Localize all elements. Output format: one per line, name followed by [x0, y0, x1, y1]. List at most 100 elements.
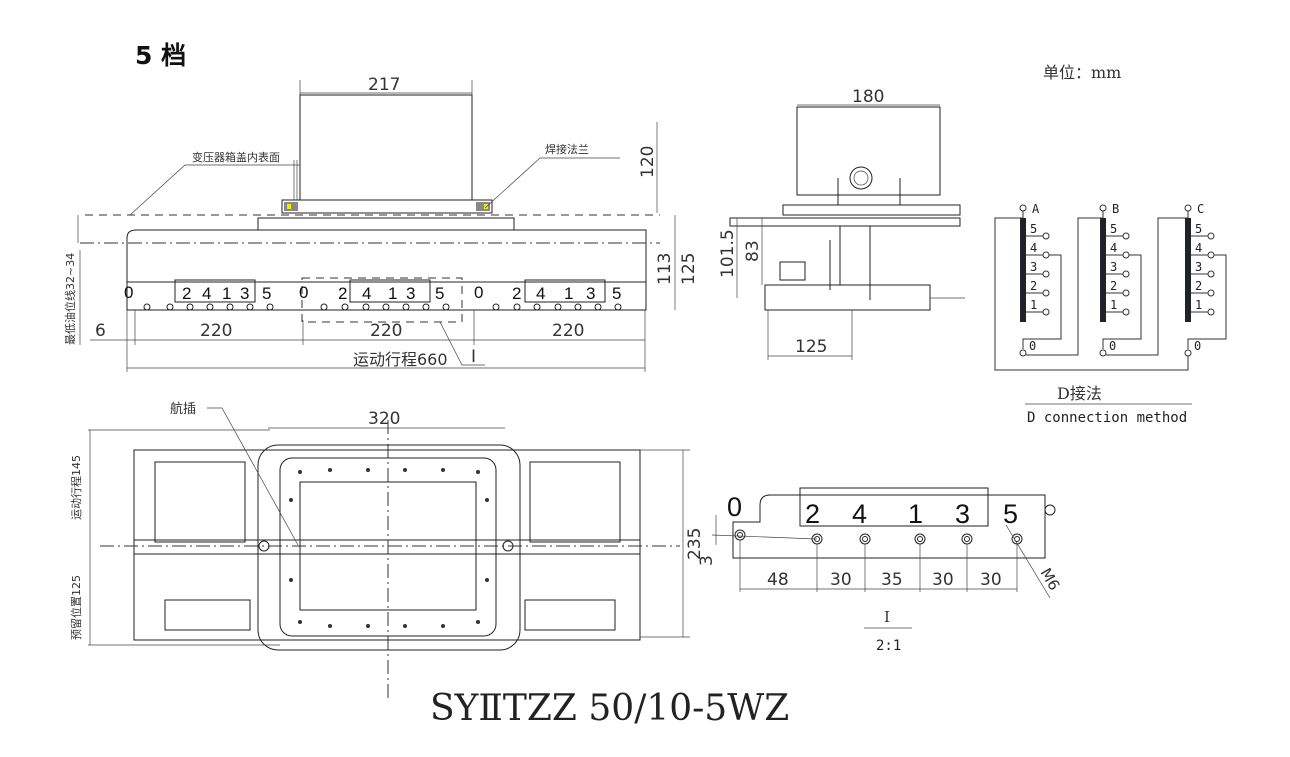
- tap-circle: [1207, 270, 1215, 278]
- dim-180: 180: [852, 87, 884, 107]
- switch-row: 0 2 4 1 3 5 0 2 4 1 3 5 0 2 4 1 3 5: [124, 277, 647, 323]
- tap-label: 5: [1030, 222, 1037, 236]
- front-label-3: 3: [240, 284, 249, 303]
- dim-320: 320: [368, 409, 400, 429]
- spacing-48: 48: [767, 570, 789, 590]
- thread-m6: M6: [1037, 565, 1064, 593]
- front-label-4: 4: [202, 284, 211, 303]
- tap-circle: [1122, 308, 1130, 316]
- tap-circle: [1042, 289, 1050, 297]
- dim-travel-660: 运动行程660: [353, 350, 448, 369]
- plan-view: 320 航插 运动行程145 预留位置125 235: [69, 401, 705, 700]
- dim-220-center: 220: [370, 321, 402, 341]
- front-label-1: 1: [222, 284, 231, 303]
- label-aviation-plug: 航插: [170, 401, 196, 417]
- dim-6: 6: [95, 321, 106, 341]
- detail-label-0: 0: [727, 492, 742, 522]
- detail-label-2: 2: [805, 499, 820, 529]
- front-label-5: 5: [262, 284, 271, 303]
- tap-label: 5: [1110, 222, 1117, 236]
- dim-113: 113: [655, 253, 675, 285]
- dim-235: 235: [685, 528, 705, 560]
- dim-125-side: 125: [795, 337, 827, 357]
- phase-label: B: [1112, 202, 1119, 216]
- front-view: 217 0 2 4 1 3 5 0 2 4 1 3 5 0 2: [63, 75, 699, 372]
- tap-label: 2: [1195, 279, 1202, 293]
- front-label-0: 0: [474, 283, 483, 302]
- winding-bar: [1020, 218, 1026, 322]
- tap-circle: [1042, 308, 1050, 316]
- tap-circle: [1122, 251, 1130, 259]
- page-title: 5 档: [135, 41, 186, 70]
- winding-bar: [1100, 218, 1106, 322]
- detail-label-5: 5: [1003, 499, 1018, 529]
- tap-label: 5: [1195, 222, 1202, 236]
- label-travel-145: 运动行程145: [70, 455, 83, 520]
- tap-circle: [1207, 308, 1215, 316]
- detail-mark: I: [884, 608, 890, 626]
- phase-label: A: [1032, 202, 1040, 216]
- tap-circle: [1207, 289, 1215, 297]
- dim-101-5: 101.5: [718, 229, 738, 278]
- tap-circle: [1122, 289, 1130, 297]
- tap-circle: [1207, 251, 1215, 259]
- spacing-35: 35: [881, 570, 903, 590]
- front-label-2: 2: [338, 284, 347, 303]
- front-label-5: 5: [435, 284, 444, 303]
- front-label-3: 3: [406, 284, 415, 303]
- spacing-30: 30: [830, 570, 852, 590]
- front-label-4: 4: [536, 284, 545, 303]
- tap-label: 4: [1195, 241, 1202, 255]
- label-min-oil-level: 最低油位线32~34: [63, 253, 77, 345]
- label-reserved-125: 预留位置125: [69, 575, 83, 640]
- terminal-circle: [1019, 204, 1027, 212]
- tap-circle: [1122, 232, 1130, 240]
- tap-label: 1: [1030, 298, 1037, 312]
- label-cover-surface: 变压器箱盖内表面: [192, 150, 280, 164]
- side-view: 180 101.5 83 125: [718, 87, 965, 360]
- tap-label: 4: [1030, 241, 1037, 255]
- tap-label: 2: [1030, 279, 1037, 293]
- tap-circle: [1042, 251, 1050, 259]
- neutral-label: 0: [1194, 339, 1201, 353]
- dim-217: 217: [368, 75, 400, 95]
- front-label-0: 0: [299, 283, 308, 302]
- tap-label: 3: [1030, 260, 1037, 274]
- unit-label: 单位：mm: [1043, 63, 1121, 82]
- d-connection-title-en: D connection method: [1027, 410, 1187, 426]
- front-label-4: 4: [362, 284, 371, 303]
- neutral-label: 0: [1029, 339, 1036, 353]
- spacing-30: 30: [932, 570, 954, 590]
- dim-83: 83: [743, 240, 763, 262]
- detail-view-I: 0 2 4 1 3 5 48 30 35 30 30 3 M6 I 2:1: [697, 487, 1064, 654]
- detail-label-3: 3: [955, 499, 970, 529]
- tap-circle: [1207, 232, 1215, 240]
- tap-circle: [1122, 270, 1130, 278]
- winding-bar: [1185, 218, 1191, 322]
- tap-label: 4: [1110, 241, 1117, 255]
- offset-3: 3: [697, 555, 717, 566]
- spacing-30: 30: [980, 570, 1002, 590]
- neutral-circle: [1019, 349, 1027, 357]
- front-label-1: 1: [388, 284, 397, 303]
- front-label-2: 2: [512, 284, 521, 303]
- front-label-5: 5: [612, 284, 621, 303]
- dim-120: 120: [638, 146, 658, 178]
- tap-label: 3: [1195, 260, 1202, 274]
- neutral-label: 0: [1109, 339, 1116, 353]
- detail-label-4: 4: [852, 499, 867, 529]
- dim-125: 125: [679, 253, 699, 285]
- model-number: SYⅡTZZ 50/10-5WZ: [430, 688, 789, 729]
- tap-label: 3: [1110, 260, 1117, 274]
- tap-circle: [1042, 232, 1050, 240]
- detail-mark-I: I: [471, 347, 476, 367]
- tap-circle: [1042, 270, 1050, 278]
- neutral-circle: [1184, 349, 1192, 357]
- detail-label-1: 1: [908, 499, 923, 529]
- front-label-0: 0: [124, 283, 133, 302]
- detail-scale: 2:1: [876, 638, 901, 654]
- dim-220-left: 220: [200, 321, 232, 341]
- tap-label: 1: [1195, 298, 1202, 312]
